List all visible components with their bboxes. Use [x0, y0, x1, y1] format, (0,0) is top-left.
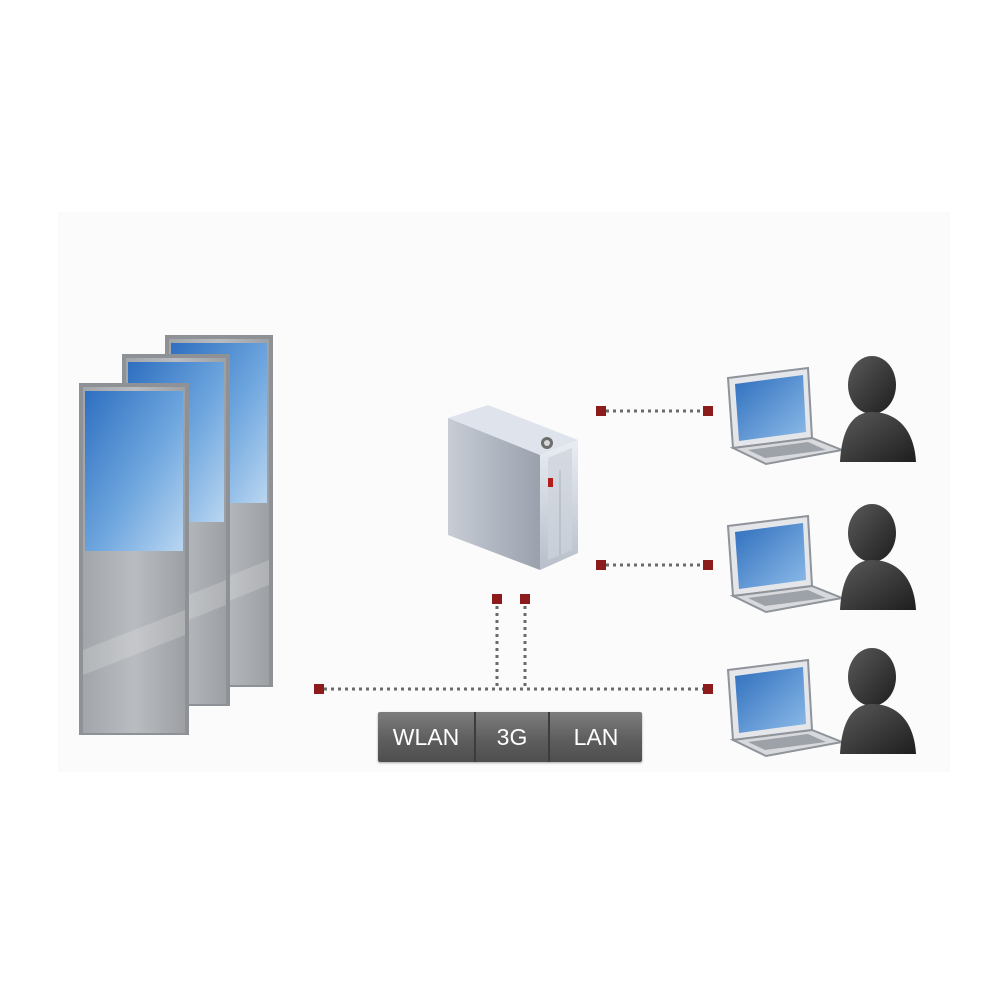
- user-icon: [840, 648, 916, 754]
- laptop-icon: [726, 366, 846, 466]
- laptop-icon: [726, 658, 846, 758]
- kiosk-icon: [79, 335, 273, 735]
- connection-lines: [324, 409, 703, 691]
- connection-tab-3g: 3G: [476, 712, 550, 762]
- connection-type-bar: WLAN 3G LAN: [378, 712, 642, 762]
- workstation-1: [726, 356, 916, 466]
- server-icon: [448, 405, 578, 570]
- workstation-2: [726, 504, 916, 614]
- workstation-3: [726, 648, 916, 758]
- user-icon: [840, 356, 916, 462]
- laptop-icon: [726, 514, 846, 614]
- kiosk-stand-front: [79, 383, 189, 735]
- connector-dots: [314, 406, 713, 694]
- connection-tab-lan: LAN: [550, 712, 642, 762]
- user-icon: [840, 504, 916, 610]
- connection-tab-wlan: WLAN: [378, 712, 476, 762]
